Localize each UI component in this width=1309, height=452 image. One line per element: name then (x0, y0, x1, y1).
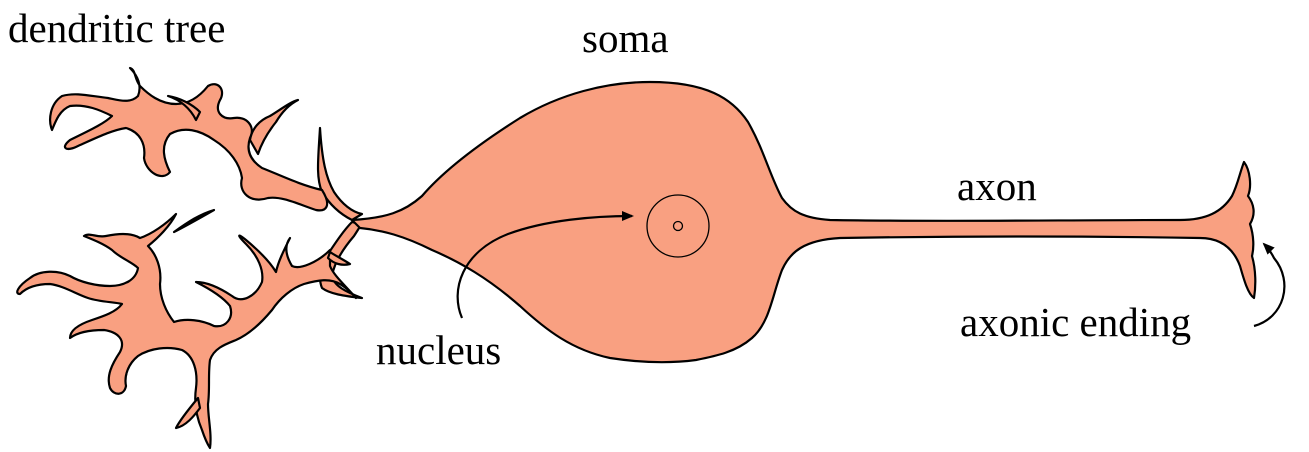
dendritic-tree (17, 68, 362, 448)
label-axon: axon (957, 163, 1037, 209)
dendrite-finger-mid (176, 398, 200, 428)
dendrite-finger-top (250, 100, 298, 154)
label-axonic-ending: axonic ending (960, 299, 1191, 345)
dendrite-branch-upper (50, 68, 327, 210)
label-soma: soma (582, 15, 669, 61)
axonic-ending-arrow (1254, 244, 1284, 326)
dendrite-finger-left (174, 210, 214, 232)
label-nucleus: nucleus (376, 327, 501, 373)
label-dendritic-tree: dendritic tree (8, 5, 225, 51)
